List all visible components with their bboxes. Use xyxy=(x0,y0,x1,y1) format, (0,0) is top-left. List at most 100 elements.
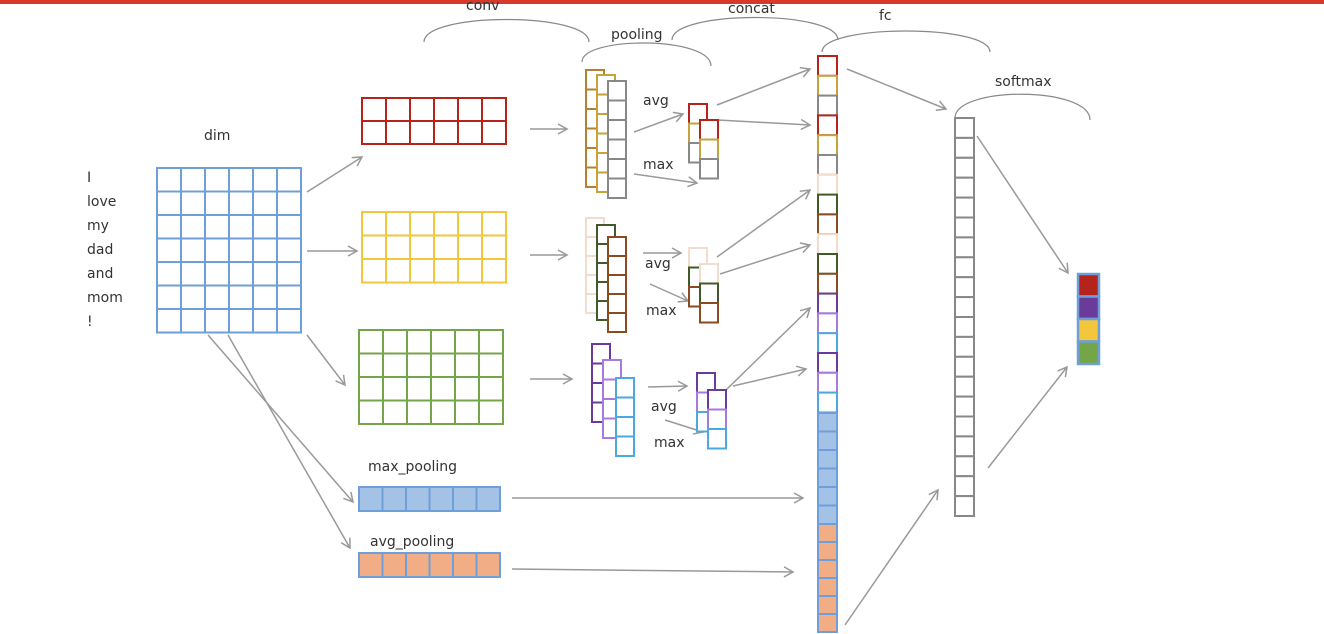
concat-cell xyxy=(817,173,838,196)
pool-stack-cell xyxy=(607,177,627,199)
conv-yellow-cell xyxy=(361,211,387,237)
conv-green-cell xyxy=(478,329,504,355)
pool-stack-cell xyxy=(615,416,635,438)
conv-yellow-cell xyxy=(481,258,507,284)
embedding-cell xyxy=(204,237,230,263)
conv-yellow-cell xyxy=(385,258,411,284)
concat-cell xyxy=(817,391,838,414)
concat-cell xyxy=(817,504,838,525)
arrow xyxy=(717,118,812,131)
braces xyxy=(423,16,1091,121)
embedding-cell xyxy=(180,190,206,216)
fc-cell xyxy=(954,375,975,398)
sentence: I love my dad and mom ! xyxy=(87,170,123,330)
concat-label: concat xyxy=(728,1,775,17)
softmax-cell xyxy=(1076,272,1101,298)
concat-cell xyxy=(817,312,838,335)
fc-cell xyxy=(954,355,975,378)
arrow xyxy=(633,173,699,188)
conv-green-cell xyxy=(454,399,480,425)
embedding-cell xyxy=(204,167,230,193)
sentence-word: and xyxy=(87,266,113,282)
avg-pooling-cell xyxy=(358,552,384,578)
embedding-cell xyxy=(180,237,206,263)
concat-cell xyxy=(817,332,838,355)
fc-cell xyxy=(954,495,975,518)
embedding-cell xyxy=(276,284,302,310)
pool-stack-cell xyxy=(607,119,627,141)
embedding-cell xyxy=(156,190,182,216)
avg-pooling-label: avg_pooling xyxy=(370,534,454,550)
conv-green-cell xyxy=(358,352,384,378)
conv-green-cell xyxy=(358,399,384,425)
conv-yellow-cell xyxy=(361,234,387,260)
max-pooling-label: max_pooling xyxy=(368,459,457,475)
fc-cell xyxy=(954,316,975,338)
concat-cell xyxy=(817,613,838,633)
conv-green-cell xyxy=(478,399,504,425)
fc-cell xyxy=(954,276,975,299)
embedding-cell xyxy=(276,190,302,216)
avg-pooling-cell xyxy=(452,552,478,578)
pooled-cell xyxy=(699,302,719,324)
fc-cell xyxy=(954,475,975,498)
conv-yellow-cell xyxy=(433,234,459,260)
conv-yellow-cell xyxy=(385,234,411,260)
conv-yellow-cell xyxy=(433,211,459,237)
conv-yellow-cell xyxy=(457,258,483,284)
pool-stack-cell xyxy=(607,138,627,160)
sentence-word: my xyxy=(87,218,109,234)
fc-cell xyxy=(954,395,975,418)
fc-label: fc xyxy=(879,8,892,24)
avg-label-3: avg xyxy=(651,399,677,415)
conv-label: conv xyxy=(466,0,499,14)
embedding-cell xyxy=(156,237,182,263)
fc-cell xyxy=(954,136,975,159)
max-pooling-cell xyxy=(475,486,501,512)
arrow xyxy=(511,566,795,578)
conv-yellow-cell xyxy=(361,258,387,284)
conv-green-cell xyxy=(406,352,432,378)
embedding-cell xyxy=(252,261,278,287)
embedding-cell xyxy=(156,214,182,240)
conv-green-cell xyxy=(430,376,456,402)
arrow xyxy=(306,334,346,387)
embedding-cell xyxy=(276,261,302,287)
arrow xyxy=(976,135,1069,275)
embedding-cell xyxy=(276,167,302,193)
pool-stack-cell xyxy=(607,255,627,276)
fc-brace xyxy=(821,30,991,53)
pool-stack-cell xyxy=(615,396,635,418)
concat-cell xyxy=(817,154,838,176)
concat-cell xyxy=(817,134,838,156)
embedding-cell xyxy=(252,284,278,310)
concat-cell xyxy=(817,193,838,216)
fc-cell xyxy=(954,236,975,259)
embedding-cell xyxy=(252,308,278,334)
embedding-cell xyxy=(276,237,302,263)
concat-cell xyxy=(817,371,838,394)
pooled-cell xyxy=(707,408,727,430)
conv-red-cell xyxy=(433,120,459,145)
concat-cell xyxy=(817,449,838,470)
embedding-cell xyxy=(180,167,206,193)
concat-cell xyxy=(817,253,838,275)
conv-green-cell xyxy=(406,329,432,355)
conv-red-cell xyxy=(433,97,459,122)
conv-yellow-cell xyxy=(481,234,507,260)
embedding-cell xyxy=(156,284,182,310)
conv-red-cell xyxy=(409,120,435,145)
embedding-cell xyxy=(228,214,254,240)
conv-red-cell xyxy=(457,120,483,145)
arrow xyxy=(207,334,355,504)
arrow xyxy=(732,365,808,387)
embedding-cell xyxy=(228,190,254,216)
embedding-cell xyxy=(204,284,230,310)
fc-cell xyxy=(954,415,975,438)
conv-green-cell xyxy=(382,352,408,378)
arrow xyxy=(633,111,685,133)
pool-stack-cell xyxy=(602,359,622,381)
concat-brace xyxy=(671,16,839,41)
conv-green-cell xyxy=(358,376,384,402)
max-pooling-cell xyxy=(405,486,431,512)
